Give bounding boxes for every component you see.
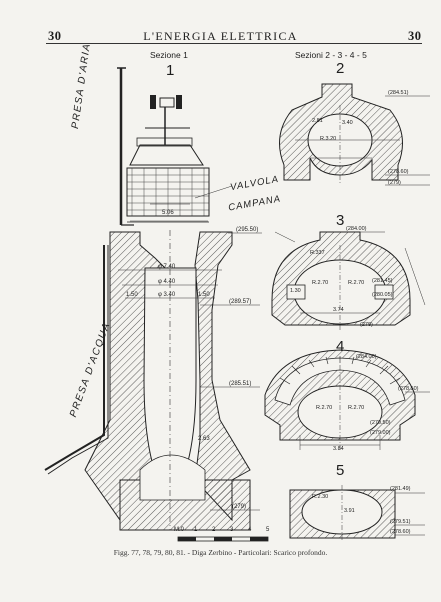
section-number-1: 1 <box>166 62 175 79</box>
dim-label: 2.81 <box>312 118 323 124</box>
section-2-drawing <box>279 83 430 186</box>
dim-label: 3.40 <box>342 120 353 126</box>
dim-label: R.2.70 <box>312 280 329 286</box>
dim-label: 2.63 <box>198 436 210 442</box>
dim-label: (281.49) <box>390 486 411 492</box>
dim-label: (278.60) <box>388 169 409 175</box>
running-title: L'ENERGIA ELETTRICA <box>143 29 298 43</box>
dim-label: (295.50) <box>236 227 259 233</box>
dim-label: 5.06 <box>162 210 174 216</box>
dim-label: 1.30 <box>290 288 301 294</box>
dim-label: R.2.70 <box>316 405 333 411</box>
scale-label: 2 <box>212 527 216 533</box>
figure-caption: Figg. 77, 78, 79, 80, 81. - Diga Zerbino… <box>113 548 328 557</box>
dim-label: R.337 <box>310 250 325 256</box>
water-pipe <box>44 245 105 471</box>
dim-label: (279.51) <box>390 519 411 525</box>
dim-label: (279.00) <box>370 430 391 436</box>
dim-label: R.2.70 <box>348 405 365 411</box>
section-number-2: 2 <box>336 60 345 77</box>
section-number-4: 4 <box>336 338 345 355</box>
dim-label: φ 4.40 <box>158 279 176 285</box>
dim-label: 3.91 <box>344 508 355 514</box>
page-number-right: 30 <box>408 29 422 43</box>
dim-label: (285.51) <box>229 381 252 387</box>
dim-label: (278.50) <box>398 386 419 392</box>
header-rule <box>46 43 422 44</box>
scale-label: 1 <box>194 527 198 533</box>
dim-label: (284.00) <box>346 226 367 232</box>
section-5-drawing <box>289 485 425 542</box>
dim-label: (281.45) <box>372 278 393 284</box>
dim-label: (279) <box>388 180 401 186</box>
dim-label: (284.51) <box>388 90 409 96</box>
dim-label: 1.50 <box>126 292 138 298</box>
section-number-5: 5 <box>336 462 345 479</box>
dim-label: 3.84 <box>333 446 344 452</box>
dim-label: (279.50) <box>370 420 391 426</box>
dim-label: R.3.20 <box>320 136 337 142</box>
dim-label: R.2.70 <box>348 280 365 286</box>
label-sezione-1: Sezione 1 <box>150 50 188 60</box>
dim-label: 3.74 <box>333 307 344 313</box>
scale-label: M.0 <box>174 527 185 533</box>
label-sezioni-2-5: Sezioni 2 - 3 - 4 - 5 <box>295 50 367 60</box>
dim-label: (278.60) <box>390 529 411 535</box>
page-number-left: 30 <box>48 29 62 43</box>
scale-label: 3 <box>230 527 234 533</box>
dim-label: R.2.30 <box>312 494 329 500</box>
section-1-drawing <box>44 67 262 531</box>
dim-label: (280.05) <box>372 292 393 298</box>
tower-right-wall <box>194 231 251 522</box>
scale-bar <box>177 536 269 542</box>
dim-label: (279) <box>232 504 247 510</box>
dim-label: 1.50 <box>198 292 210 298</box>
dim-label: φ 3.40 <box>158 292 176 298</box>
valve-house <box>126 167 210 217</box>
scale-label: 5 <box>266 527 270 533</box>
scale-label: 4 <box>248 527 252 533</box>
dim-label: (279) <box>360 322 373 328</box>
dim-label: (284.00) <box>356 354 377 360</box>
dim-label: (289.57) <box>229 299 252 305</box>
section-number-3: 3 <box>336 212 345 229</box>
section-4-drawing <box>264 349 430 450</box>
section-3-drawing <box>271 231 426 330</box>
dim-label: φ 7.40 <box>158 264 176 270</box>
